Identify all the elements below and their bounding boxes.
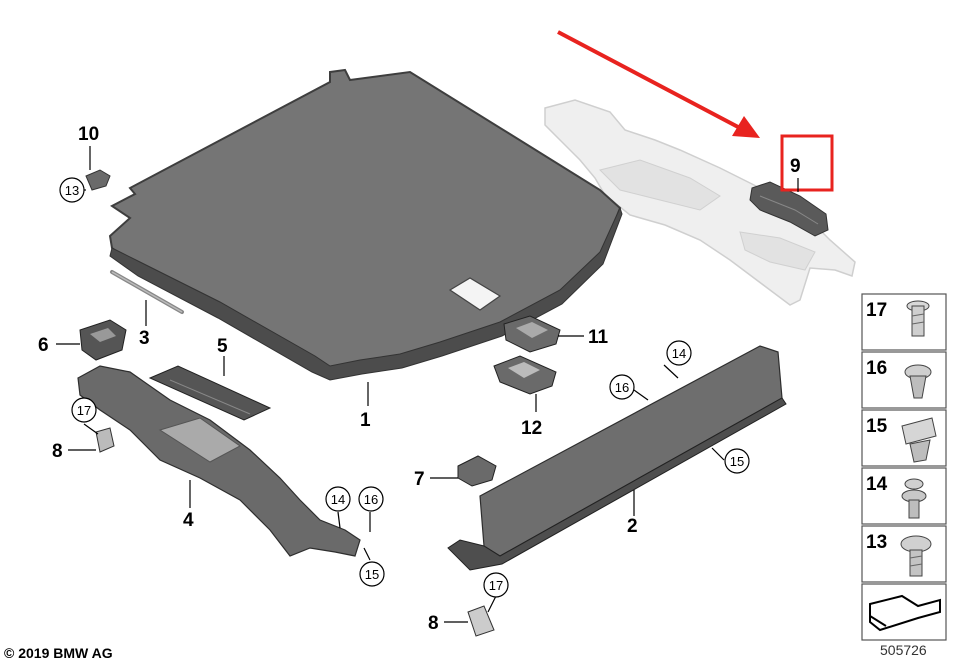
red-arrow (557, 30, 760, 138)
part-11-trim (503, 315, 561, 353)
part-8-bracket-left (95, 427, 115, 453)
circled-14-right: 14 (672, 346, 686, 361)
callout-5: 5 (217, 336, 228, 357)
callout-10: 10 (78, 124, 99, 145)
part-5-plate (148, 365, 272, 421)
hardware-legend: 17 16 15 14 13 (861, 293, 947, 641)
leader-lines (56, 146, 799, 623)
part-8-bracket-bottom (467, 605, 495, 637)
part-4-frame (77, 365, 361, 557)
part-3-strut (110, 270, 184, 314)
screw-17-icon (906, 300, 930, 337)
callout-8-left: 8 (52, 441, 63, 462)
circled-13: 13 (65, 183, 79, 198)
clip-16-icon (904, 364, 932, 399)
legend-13: 13 (866, 532, 887, 553)
callout-6: 6 (38, 335, 49, 356)
callout-7: 7 (414, 469, 425, 490)
document-number: 505726 (880, 642, 927, 658)
rivet-14-icon (901, 478, 927, 519)
callout-11: 11 (588, 327, 609, 348)
callout-9: 9 (790, 156, 801, 177)
callout-2: 2 (627, 516, 638, 537)
highlight-box (780, 134, 834, 192)
circled-15-left: 15 (365, 567, 379, 582)
assembly-symbol-icon (869, 594, 941, 632)
nut-15-icon (901, 417, 937, 463)
callout-12: 12 (521, 418, 542, 439)
circled-16-left: 16 (364, 492, 378, 507)
callout-8-bottom: 8 (428, 613, 439, 634)
part-1-floor-panel (108, 68, 623, 381)
screw-13-icon (900, 535, 932, 577)
ghost-carrier-part (544, 99, 856, 306)
callout-4: 4 (183, 510, 194, 531)
circled-17-left: 17 (77, 403, 91, 418)
legend-17: 17 (866, 300, 887, 321)
circled-callouts: 13 17 14 16 15 14 16 15 17 (59, 177, 750, 598)
part-2-grille (447, 345, 787, 571)
circled-17-bottom: 17 (489, 578, 503, 593)
legend-16: 16 (866, 358, 887, 379)
part-6-handle (79, 319, 127, 361)
callout-1: 1 (360, 410, 371, 431)
circled-15-right: 15 (730, 454, 744, 469)
copyright-text: © 2019 BMW AG (4, 645, 113, 661)
legend-14: 14 (866, 474, 888, 495)
circled-14-left: 14 (331, 492, 345, 507)
callout-3: 3 (139, 328, 150, 349)
part-7-clip (457, 455, 497, 487)
legend-15: 15 (866, 416, 888, 437)
part-12-bracket (493, 355, 557, 395)
circled-16-right: 16 (615, 380, 629, 395)
part-10-clip (85, 169, 111, 191)
